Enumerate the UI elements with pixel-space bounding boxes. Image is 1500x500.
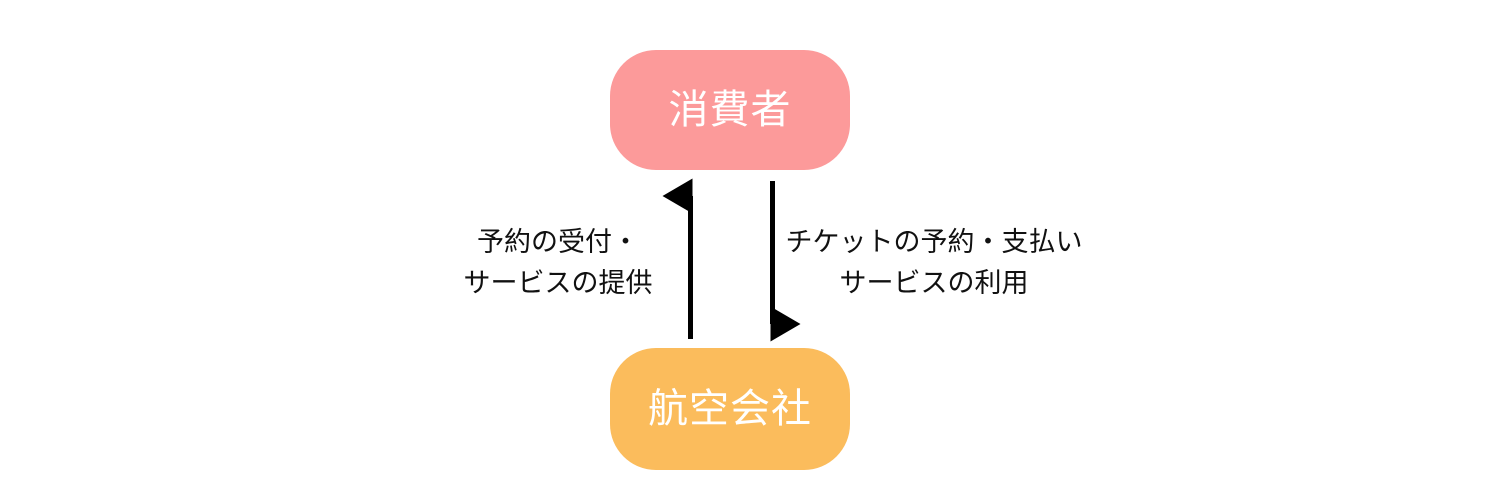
edge-label-airline-to-consumer-line-2: サービスの提供 xyxy=(463,268,653,299)
edge-label-consumer-to-airline-line-1: チケットの予約・支払い xyxy=(785,227,1083,257)
edge-label-airline-to-consumer-line-1: 予約の受付・ xyxy=(477,227,639,257)
node-airline[interactable]: 航空会社 xyxy=(610,348,850,470)
edge-label-consumer-to-airline: チケットの予約・支払い サービスの利用 xyxy=(784,222,1084,304)
edge-label-consumer-to-airline-line-2: サービスの利用 xyxy=(839,268,1029,299)
node-airline-label: 航空会社 xyxy=(648,387,812,431)
node-consumer[interactable]: 消費者 xyxy=(610,50,850,170)
node-consumer-label: 消費者 xyxy=(668,88,792,132)
edge-label-airline-to-consumer: 予約の受付・ サービスの提供 xyxy=(408,222,708,304)
